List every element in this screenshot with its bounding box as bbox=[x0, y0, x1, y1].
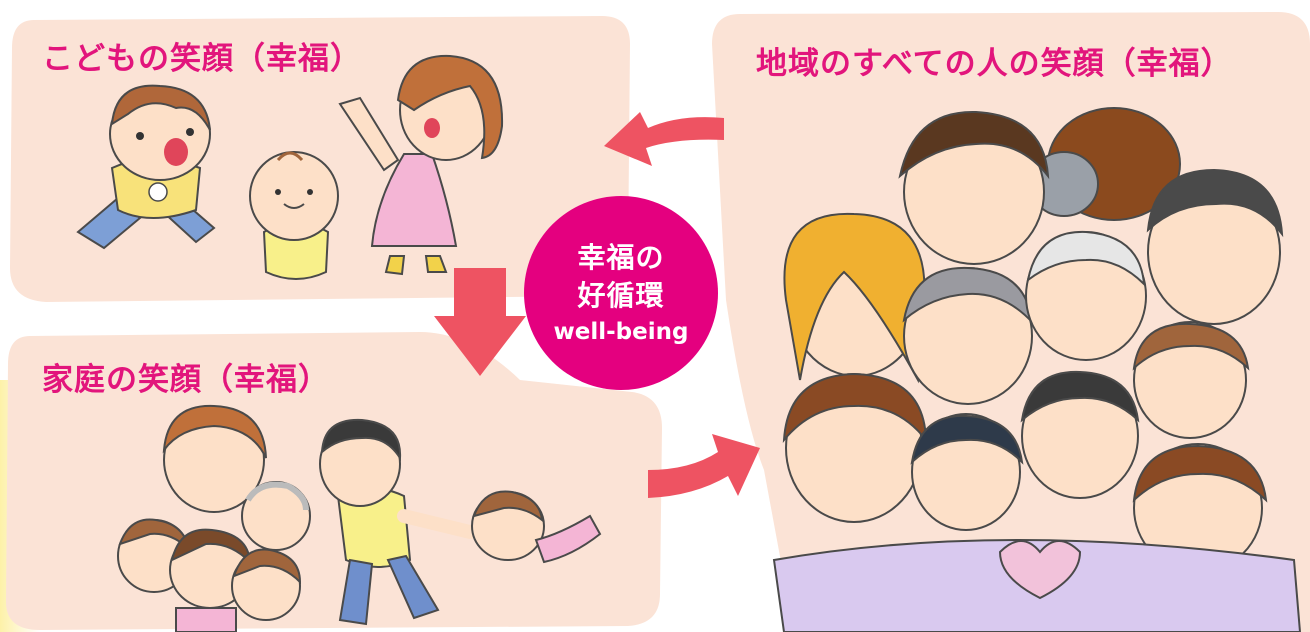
family-group-figure bbox=[117, 404, 311, 632]
panel-community-title: 地域のすべての人の笑顔（幸福） bbox=[756, 46, 1233, 82]
panel-children: こどもの笑顔（幸福） bbox=[0, 0, 640, 310]
center-line-1: 幸福の bbox=[577, 241, 665, 274]
family-illustration bbox=[117, 404, 602, 632]
center-line-2: 好循環 bbox=[577, 279, 665, 312]
wellbeing-cycle-circle: 幸福の 好循環 well-being bbox=[524, 196, 718, 390]
running-boy-figure bbox=[76, 84, 216, 250]
panel-children-title: こどもの笑顔（幸福） bbox=[42, 41, 362, 77]
baby-figure bbox=[249, 151, 339, 280]
panel-family: 家庭の笑顔（幸福） bbox=[0, 320, 670, 632]
community-illustration bbox=[772, 107, 1302, 632]
community-crowd-figure bbox=[772, 107, 1302, 632]
children-illustration bbox=[76, 54, 504, 280]
panel-family-title: 家庭の笑顔（幸福） bbox=[42, 362, 330, 398]
center-line-3: well-being bbox=[553, 319, 689, 345]
father-child-figure bbox=[319, 418, 602, 626]
mother-figure bbox=[338, 54, 504, 276]
panel-community: 地域のすべての人の笑顔（幸福） bbox=[704, 0, 1310, 632]
